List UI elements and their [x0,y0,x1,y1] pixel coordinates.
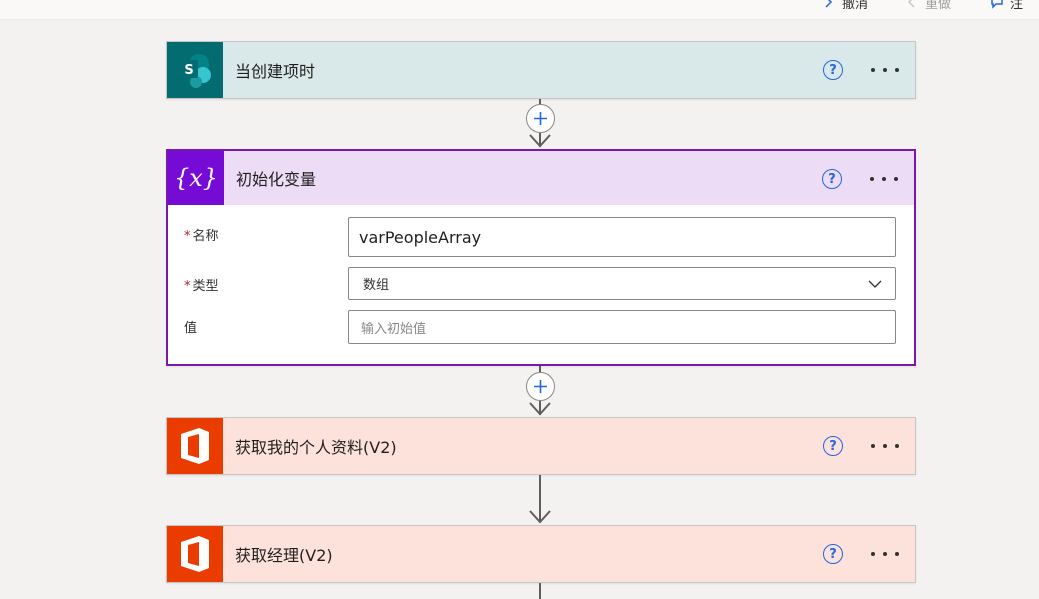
step-card-get-my-profile[interactable]: 获取我的个人资料(V2) ? [166,417,916,475]
more-options-button[interactable] [871,436,899,456]
svg-text:S: S [184,63,193,78]
step-card-when-item-created[interactable]: S 当创建项时 ? [166,41,916,99]
value-field-placeholder: 输入初始值 [361,321,427,337]
step-header[interactable]: S 当创建项时 ? [167,42,915,98]
type-dropdown[interactable]: 数组 [348,267,896,300]
more-options-button[interactable] [870,169,898,189]
name-field-label: *名称 [184,229,219,244]
comment-label: 注 [1010,0,1024,12]
arrow-down-icon [529,510,551,524]
undo-button[interactable]: 撤消 [822,0,869,12]
insert-step-button[interactable] [526,372,555,401]
name-field-value: varPeopleArray [359,227,482,247]
name-field[interactable]: varPeopleArray [348,217,896,257]
step-header[interactable]: {x} 初始化变量 ? [168,151,914,205]
help-icon[interactable]: ? [823,544,843,564]
redo-label: 重做 [925,0,952,12]
office365-icon [167,526,223,582]
chevron-down-icon [868,280,882,288]
arrow-down-icon [529,134,551,148]
connector-line [539,133,541,147]
more-options-button[interactable] [871,544,899,564]
type-field-label: *类型 [184,279,219,294]
step-title: 获取经理(V2) [235,546,333,565]
undo-label: 撤消 [842,0,869,12]
step-header[interactable]: 获取经理(V2) ? [167,526,915,582]
comment-button[interactable]: 注 [990,0,1024,12]
value-field[interactable]: 输入初始值 [348,310,896,344]
arrow-down-icon [529,402,551,416]
comment-icon [991,0,1003,9]
variable-icon: {x} [168,151,224,205]
svg-text:{x}: {x} [174,164,218,192]
connector-line [539,583,541,599]
step-title: 初始化变量 [236,170,317,189]
flow-canvas: S 当创建项时 ? {x} 初始化变量 ? *名称 varPeopleArray [0,20,1039,599]
type-dropdown-value: 数组 [363,278,390,293]
command-bar: 撤消 重做 注 [0,0,1039,20]
office365-icon [167,418,223,474]
connector-line [539,401,541,415]
connector-line [539,475,541,522]
insert-step-button[interactable] [526,104,555,133]
value-field-label: 值 [184,321,198,336]
plus-icon [534,380,547,393]
help-icon[interactable]: ? [823,436,843,456]
step-title: 获取我的个人资料(V2) [235,438,397,457]
step-card-initialize-variable[interactable]: {x} 初始化变量 ? *名称 varPeopleArray *类型 数组 值 … [166,149,916,366]
step-title: 当创建项时 [235,62,316,81]
sharepoint-icon: S [167,42,223,98]
redo-icon [907,0,915,8]
redo-button[interactable]: 重做 [905,0,952,12]
help-icon[interactable]: ? [823,60,843,80]
undo-icon [825,0,833,8]
more-options-button[interactable] [871,60,899,80]
step-card-get-manager[interactable]: 获取经理(V2) ? [166,525,916,583]
help-icon[interactable]: ? [822,169,842,189]
step-header[interactable]: 获取我的个人资料(V2) ? [167,418,915,474]
plus-icon [534,112,547,125]
